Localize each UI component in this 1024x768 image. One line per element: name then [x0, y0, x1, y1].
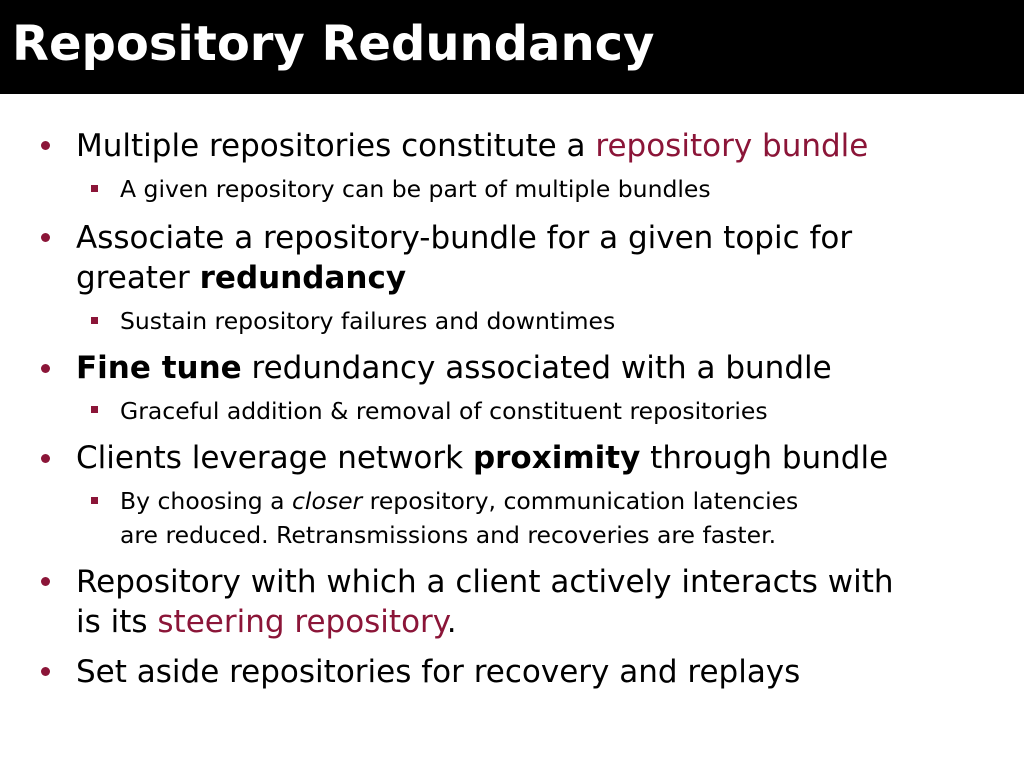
bullet-item-continuation: greater redundancy: [76, 260, 407, 296]
bold-term: Fine tune: [76, 350, 242, 386]
bullet-dot-icon: [41, 233, 50, 242]
sub-bullet-item: Graceful addition & removal of constitue…: [120, 397, 768, 425]
bullet-item: Set aside repositories for recovery and …: [76, 654, 801, 690]
sub-bullet-item: By choosing a closer repository, communi…: [120, 487, 799, 515]
sub-bullet-item: Sustain repository failures and downtime…: [120, 307, 616, 335]
sub-bullet-square-icon: [91, 185, 98, 192]
bullet-item: Multiple repositories constitute a repos…: [76, 128, 869, 164]
bullet-item-continuation: is its steering repository.: [76, 604, 457, 640]
bullet-item: Fine tune redundancy associated with a b…: [76, 350, 832, 386]
sub-bullet-item-continuation: are reduced. Retransmissions and recover…: [120, 521, 777, 549]
sub-bullet-item: A given repository can be part of multip…: [120, 175, 711, 203]
bullet-item: Associate a repository-bundle for a give…: [76, 220, 853, 256]
bullet-dot-icon: [41, 577, 50, 586]
slide-title: Repository Redundancy: [12, 16, 655, 72]
highlight-term: steering repository: [157, 604, 447, 640]
bullet-dot-icon: [41, 667, 50, 676]
highlight-term: repository bundle: [595, 128, 869, 164]
bullet-dot-icon: [41, 141, 50, 150]
bold-term: redundancy: [199, 260, 407, 296]
sub-bullet-square-icon: [91, 317, 98, 324]
sub-bullet-square-icon: [91, 406, 98, 413]
italic-term: closer: [292, 487, 363, 515]
title-bar: Repository Redundancy: [0, 0, 1024, 94]
bullet-dot-icon: [41, 364, 50, 373]
bullet-item: Repository with which a client actively …: [76, 564, 894, 600]
bold-term: proximity: [472, 440, 641, 476]
bullet-dot-icon: [41, 454, 50, 463]
bullet-item: Clients leverage network proximity throu…: [76, 440, 889, 476]
sub-bullet-square-icon: [91, 497, 98, 504]
